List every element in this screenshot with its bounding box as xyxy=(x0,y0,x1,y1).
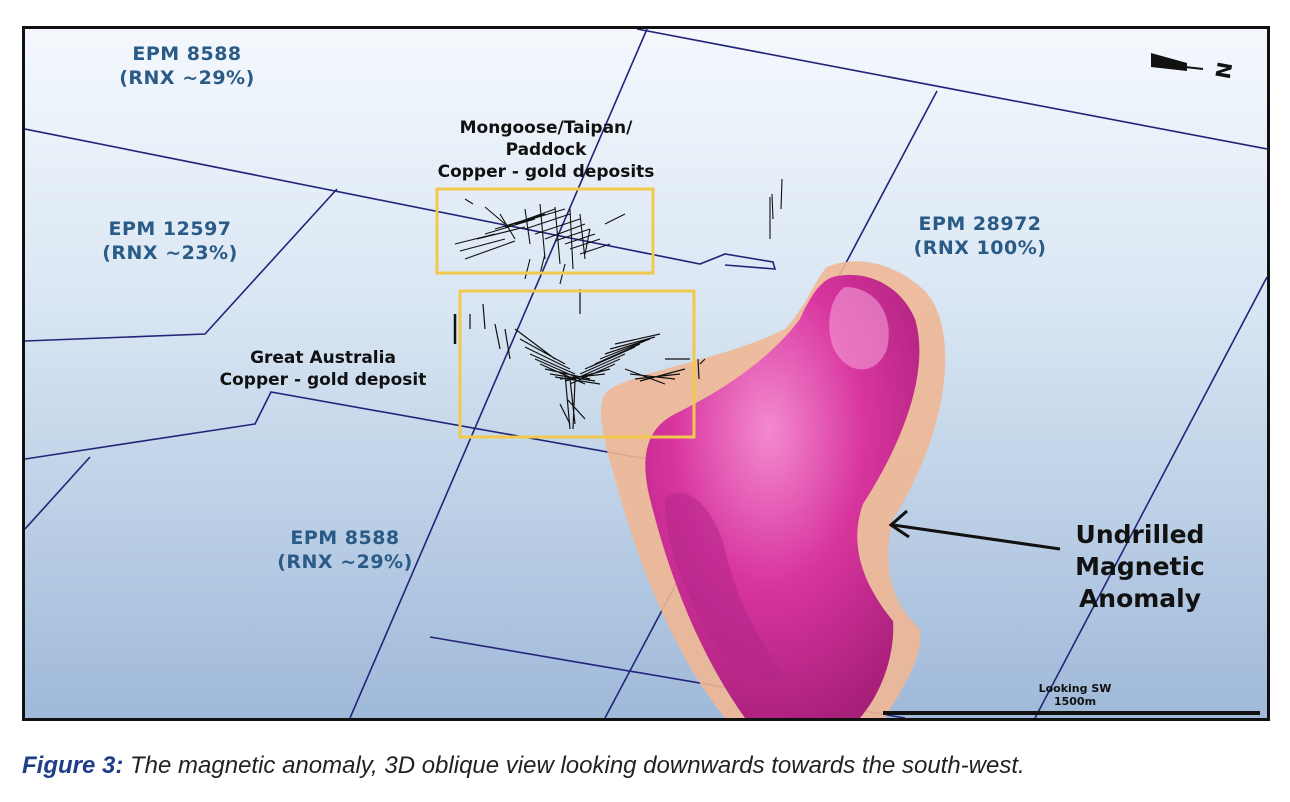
deposit-label-line: Copper - gold deposit xyxy=(219,370,427,390)
north-arrow-label: N xyxy=(1211,60,1238,81)
view-direction: Looking SW xyxy=(1038,682,1112,695)
map-canvas: N xyxy=(25,29,1267,718)
anomaly-label-line: Undrilled xyxy=(1075,520,1205,549)
great-australia-deposit-label: Great Australia Copper - gold deposit xyxy=(193,347,453,391)
figure-number: Figure 3: xyxy=(22,752,124,779)
tenement-share: (RNX ~29%) xyxy=(277,551,413,573)
drill-traces-mongoose xyxy=(454,178,783,285)
north-arrow-icon xyxy=(1151,53,1204,71)
deposit-label-line: Great Australia xyxy=(250,348,396,368)
boundary-line xyxy=(25,391,648,460)
drill-trace xyxy=(697,358,700,380)
tenement-name: EPM 8588 xyxy=(290,527,400,549)
arrow-head xyxy=(888,509,910,539)
deposit-label-line: Mongoose/Taipan/ xyxy=(459,118,633,138)
scale-length: 1500m xyxy=(1053,695,1097,708)
boundary-line xyxy=(349,29,648,718)
anomaly-lower-lobe xyxy=(665,492,785,682)
north-arrow-head xyxy=(1151,53,1187,71)
tenement-epm-8588-bottom: EPM 8588 (RNX ~29%) xyxy=(255,526,435,574)
north-arrow-shaft xyxy=(1184,66,1204,70)
arrow-shaft xyxy=(892,523,1061,551)
map-view: N EPM 8588 (RNX ~29%) EPM 12597 (RNX ~23… xyxy=(22,26,1270,721)
tenement-name: EPM 12597 xyxy=(108,218,232,240)
anomaly-pointer-arrow xyxy=(888,509,1061,551)
anomaly-highlight xyxy=(829,287,889,370)
scale-bar-label: Looking SW 1500m xyxy=(1015,682,1135,708)
mongoose-highlight-box xyxy=(435,187,655,275)
tenement-name: EPM 8588 xyxy=(132,43,242,65)
mongoose-deposit-label: Mongoose/Taipan/ Paddock Copper - gold d… xyxy=(411,117,681,183)
tenement-epm-8588-top: EPM 8588 (RNX ~29%) xyxy=(97,42,277,90)
figure-caption: Figure 3: The magnetic anomaly, 3D obliq… xyxy=(22,752,1025,780)
caption-text: The magnetic anomaly, 3D oblique view lo… xyxy=(123,752,1025,779)
tenement-name: EPM 28972 xyxy=(918,213,1042,235)
boundary-line xyxy=(25,456,91,530)
deposit-label-line: Paddock xyxy=(505,140,587,160)
boundary-line xyxy=(1034,276,1267,718)
magnetic-anomaly-body xyxy=(600,261,946,718)
drill-trace xyxy=(454,198,626,285)
tenement-share: (RNX ~23%) xyxy=(102,242,238,264)
drill-trace xyxy=(469,289,706,430)
undrilled-anomaly-label: Undrilled Magnetic Anomaly xyxy=(1045,519,1235,615)
deposit-label-line: Copper - gold deposits xyxy=(437,162,655,182)
tenement-epm-12597: EPM 12597 (RNX ~23%) xyxy=(80,217,260,265)
boundary-line xyxy=(636,29,1267,150)
anomaly-label-line: Magnetic xyxy=(1075,552,1205,581)
drill-traces-great-australia xyxy=(453,289,706,430)
tenement-share: (RNX ~29%) xyxy=(119,67,255,89)
tenement-share: (RNX 100%) xyxy=(913,237,1047,259)
anomaly-label-line: Anomaly xyxy=(1078,584,1202,613)
great-australia-highlight-box xyxy=(458,289,696,439)
boundary-line xyxy=(25,188,338,342)
drill-trace xyxy=(769,178,783,239)
tenement-epm-28972: EPM 28972 (RNX 100%) xyxy=(890,212,1070,260)
